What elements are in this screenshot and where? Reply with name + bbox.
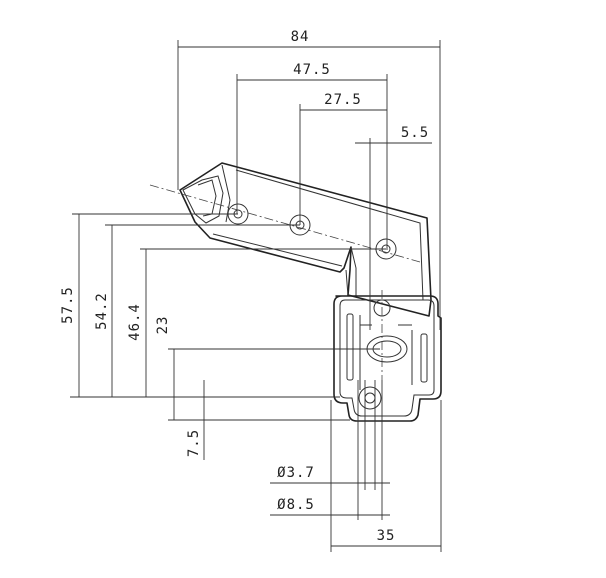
hinge-nose-detail (182, 175, 224, 224)
hinge-base-inner (339, 299, 435, 417)
dim-dia-small: Ø3.7 (277, 465, 315, 481)
hinge-arm-inner-edge (235, 169, 424, 301)
bottom-hole (358, 386, 382, 410)
dim-overall-width: 84 (291, 29, 310, 45)
dim-dia-large: Ø8.5 (277, 497, 315, 513)
hinge-riser (345, 246, 357, 297)
dim-base-width: 35 (377, 528, 396, 544)
hinge-nose-edge (221, 164, 231, 223)
arm-centerline (149, 184, 421, 263)
hinge-arm-outline (179, 162, 432, 317)
hinge-part (149, 162, 442, 422)
hinge-nose-inner (197, 179, 217, 217)
dimension-lines (70, 40, 442, 552)
base-feature-lines (359, 315, 413, 390)
dim-height-b: 54.2 (94, 292, 110, 330)
dim-height-e: 7.5 (186, 429, 202, 457)
left-slot (346, 313, 354, 381)
dimension-labels: 84 47.5 27.5 5.5 57.5 54.2 46.4 23 7.5 Ø… (60, 29, 429, 544)
dim-height-a: 57.5 (60, 286, 76, 324)
dim-height-d: 23 (155, 316, 171, 335)
dim-height-c: 46.4 (127, 303, 143, 341)
dim-offset-small: 5.5 (401, 125, 429, 141)
right-slot (420, 333, 428, 383)
dim-hole-spacing-b: 27.5 (324, 92, 362, 108)
hinge-arm-lower-edge (212, 233, 343, 267)
dim-hole-spacing-a: 47.5 (293, 62, 331, 78)
hinge-base-outline (333, 295, 442, 422)
